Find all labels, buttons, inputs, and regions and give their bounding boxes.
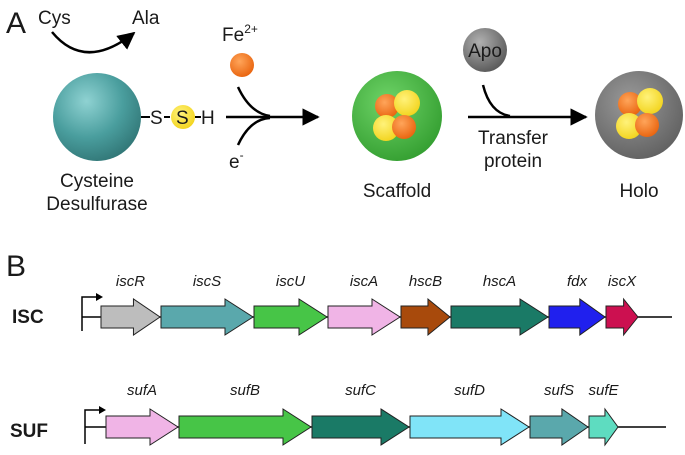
electron-label-base: e bbox=[229, 152, 240, 173]
cysteine-desulfurase-sphere bbox=[53, 73, 141, 161]
holo-protein-sphere bbox=[595, 71, 683, 159]
transfer-label-line2: protein bbox=[484, 151, 542, 172]
gene-arrow-sufB bbox=[178, 408, 312, 446]
cluster-iron-atom bbox=[635, 113, 659, 137]
gene-label-iscU: iscU bbox=[276, 273, 305, 290]
holo-fe-s-cluster bbox=[616, 88, 663, 139]
panel-b: B ISC iscR iscS iscU iscA hscB hscA fdx iscX SU… bbox=[6, 250, 672, 447]
gene-arrow-iscA bbox=[327, 298, 401, 336]
electron-label: e- bbox=[229, 148, 244, 173]
holo-label: Holo bbox=[619, 181, 658, 202]
promoter-arrowhead bbox=[96, 293, 103, 301]
gene-arrow-iscU bbox=[253, 298, 328, 336]
gene-label-sufD: sufD bbox=[454, 382, 485, 399]
promoter-arrow bbox=[81, 296, 96, 331]
gene-label-sufA: sufA bbox=[127, 382, 157, 399]
panel-b-letter: B bbox=[6, 250, 26, 283]
gene-arrow-sufS bbox=[529, 408, 589, 446]
gene-arrow-iscX bbox=[605, 297, 639, 337]
gene-arrow-iscS bbox=[160, 298, 254, 336]
cluster-iron-atom bbox=[392, 115, 416, 139]
iron-label: Fe2+ bbox=[222, 22, 258, 46]
gene-arrow-iscR bbox=[100, 298, 161, 336]
gene-label-iscA: iscA bbox=[350, 273, 378, 290]
persulfide-s1: S bbox=[150, 108, 163, 129]
persulfide-s2: S bbox=[176, 108, 189, 129]
scaffold-fe-s-cluster bbox=[373, 90, 420, 141]
iron-label-base: Fe bbox=[222, 25, 244, 46]
promoter-arrow bbox=[84, 409, 99, 444]
sulfur-atom bbox=[171, 105, 195, 129]
gene-arrow-hscA bbox=[450, 298, 549, 336]
persulfide-h: H bbox=[201, 108, 215, 129]
cys-label: Cys bbox=[38, 8, 71, 29]
gene-arrow-hscB bbox=[400, 297, 451, 337]
iron-merge-curve bbox=[236, 86, 271, 118]
gene-arrow-sufE bbox=[588, 407, 619, 447]
transfer-label-line1: Transfer bbox=[478, 128, 549, 149]
cluster-sulfur-atom bbox=[616, 113, 642, 139]
isc-operon: ISC iscR iscS iscU iscA hscB hscA fdx iscX bbox=[12, 273, 672, 337]
suf-operon: SUF sufA sufB sufC sufD sufS sufE bbox=[10, 382, 666, 447]
ala-label: Ala bbox=[132, 8, 160, 29]
cluster-sulfur-atom bbox=[637, 88, 663, 114]
panel-a-letter: A bbox=[6, 7, 26, 40]
apo-label: Apo bbox=[468, 41, 502, 62]
suf-gene-track: sufA sufB sufC sufD sufS sufE bbox=[105, 382, 620, 447]
cluster-iron-atom bbox=[375, 94, 399, 118]
gene-arrow-sufD bbox=[409, 408, 530, 446]
promoter-arrowhead bbox=[99, 406, 106, 414]
scaffold-label: Scaffold bbox=[363, 181, 431, 202]
electron-label-charge: - bbox=[240, 148, 244, 162]
cluster-sulfur-atom bbox=[394, 90, 420, 116]
operon-name: SUF bbox=[10, 421, 48, 442]
enzyme-label-line1: Cysteine bbox=[60, 171, 134, 192]
gene-label-fdx: fdx bbox=[567, 273, 588, 290]
gene-label-iscX: iscX bbox=[608, 273, 637, 290]
gene-label-hscA: hscA bbox=[483, 273, 516, 290]
apo-merge-curve bbox=[481, 84, 511, 118]
gene-label-sufS: sufS bbox=[544, 382, 574, 399]
gene-label-iscR: iscR bbox=[116, 273, 145, 290]
gene-label-iscS: iscS bbox=[193, 273, 221, 290]
cluster-iron-atom bbox=[618, 92, 642, 116]
operon-name: ISC bbox=[12, 307, 44, 328]
gene-label-sufC: sufC bbox=[345, 382, 376, 399]
iron-ion bbox=[230, 53, 254, 77]
iron-label-charge: 2+ bbox=[244, 22, 258, 36]
cys-to-ala-arrow bbox=[51, 31, 136, 54]
panel-a: A Cys Ala S S H Cysteine Desulfurase Fe2… bbox=[6, 7, 683, 215]
gene-arrow-sufC bbox=[311, 408, 410, 446]
gene-label-sufB: sufB bbox=[230, 382, 260, 399]
gene-label-hscB: hscB bbox=[409, 273, 442, 290]
enzyme-label-line2: Desulfurase bbox=[46, 194, 147, 215]
electron-merge-curve bbox=[236, 116, 271, 146]
gene-label-sufE: sufE bbox=[588, 382, 619, 399]
cluster-sulfur-atom bbox=[373, 115, 399, 141]
scaffold-sphere bbox=[352, 71, 442, 161]
isc-gene-track: iscR iscS iscU iscA hscB hscA fdx iscX bbox=[100, 273, 639, 337]
apo-protein-sphere bbox=[463, 28, 507, 72]
gene-arrow-sufA bbox=[105, 408, 179, 446]
gene-arrow-fdx bbox=[548, 298, 606, 336]
